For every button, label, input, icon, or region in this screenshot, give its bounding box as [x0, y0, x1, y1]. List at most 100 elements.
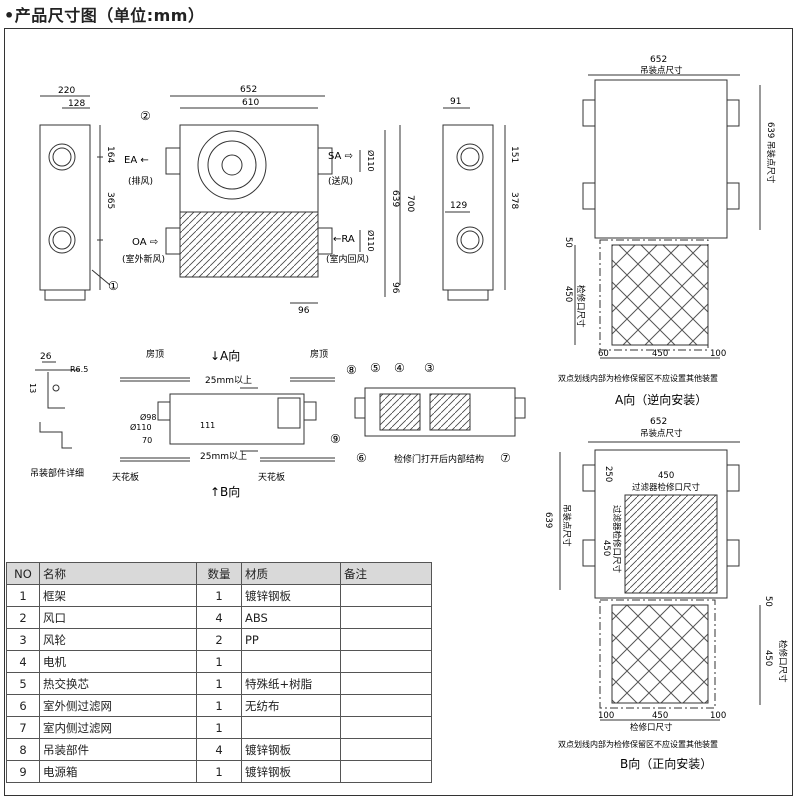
cell-qty: 1 — [196, 584, 242, 607]
view-b-hang-label: 吊装点尺寸 — [640, 428, 683, 439]
cell-no: 9 — [6, 760, 40, 783]
sa-label: SA ⇨ — [328, 151, 353, 162]
direction-b: ↑B向 — [210, 484, 240, 499]
hanger-detail — [35, 361, 80, 449]
view-a-dim-450b: 450 — [652, 349, 668, 359]
side-dim-70: 70 — [142, 436, 152, 445]
internal-caption: 检修门打开后内部结构 — [394, 453, 484, 465]
callout-5: ⑤ — [370, 361, 381, 375]
cell-material: 镀锌钢板 — [241, 738, 341, 761]
cell-remark — [340, 760, 432, 783]
cell-qty: 1 — [196, 650, 242, 673]
oa-label: OA ⇨ — [132, 237, 158, 248]
view-a-dim-50: 50 — [563, 237, 573, 248]
dia-110-bottom: Ø110 — [366, 230, 376, 252]
right-side-view — [442, 107, 506, 301]
cell-no: 5 — [6, 672, 40, 695]
view-b-dim-639: 639 — [543, 512, 553, 528]
cell-qty: 1 — [196, 672, 242, 695]
cell-no: 1 — [6, 584, 40, 607]
view-a-dim-60: 60 — [598, 349, 609, 359]
header-no: NO — [6, 562, 40, 585]
header-material: 材质 — [241, 562, 341, 585]
cell-remark — [340, 716, 432, 739]
left-duct-bottom — [48, 226, 76, 254]
view-b-caption: B向（正向安装） — [620, 756, 712, 771]
dim-91: 91 — [450, 97, 461, 107]
page-title: •产品尺寸图（单位:mm） — [4, 6, 205, 25]
direction-a: ↓A向 — [210, 348, 240, 363]
drawing-frame — [4, 28, 793, 796]
power-box — [277, 397, 301, 429]
dia-110-top: Ø110 — [366, 150, 376, 172]
cell-material — [241, 716, 341, 739]
cell-no: 6 — [6, 694, 40, 717]
cell-name: 室外侧过滤网 — [39, 694, 197, 717]
left-body — [39, 124, 91, 291]
callout-3: ③ — [424, 361, 435, 375]
internal-core — [379, 393, 421, 431]
dim-639-front: 639 — [390, 190, 400, 207]
header-remark: 备注 — [340, 562, 432, 585]
cell-no: 2 — [6, 606, 40, 629]
oa-sub: (室外新风) — [122, 253, 165, 265]
ceiling-left: 天花板 — [112, 471, 139, 483]
cell-qty: 1 — [196, 760, 242, 783]
dim-220: 220 — [58, 86, 75, 96]
cell-qty: 4 — [196, 606, 242, 629]
callout-2: ② — [140, 109, 151, 123]
ea-label: EA ← — [124, 155, 149, 166]
sa-sub: (送风) — [328, 175, 353, 187]
view-b-inspect-r: 检修口尺寸 — [777, 640, 788, 683]
view-a-dim-450: 450 — [563, 286, 573, 302]
callout-8: ⑧ — [346, 363, 357, 377]
cell-material: 镀锌钢板 — [241, 760, 341, 783]
dim-96-side: 96 — [390, 282, 400, 294]
view-b-filter-label: 过滤器检修口尺寸 — [632, 482, 701, 493]
view-a-body — [594, 79, 728, 239]
cell-material: ABS — [241, 606, 341, 629]
cell-no: 3 — [6, 628, 40, 651]
cell-name: 框架 — [39, 584, 197, 607]
dim-128: 128 — [68, 99, 85, 109]
left-side-view — [39, 95, 111, 301]
gap-bottom: 25mm以上 — [200, 451, 247, 462]
cell-material: 特殊纸+树脂 — [241, 672, 341, 695]
cell-qty: 1 — [196, 694, 242, 717]
oa-port — [165, 227, 181, 255]
view-a-dim-100: 100 — [710, 349, 726, 359]
dim-378: 378 — [509, 192, 519, 209]
view-b-dim-652: 652 — [650, 417, 667, 427]
dim-r65: R6.5 — [70, 365, 88, 374]
view-a-caption: A向（逆向安装） — [615, 392, 707, 407]
dim-164: 164 — [105, 146, 115, 163]
view-a-note: 双点划线内部为检修保留区不应设置其他装置 — [558, 373, 718, 383]
right-duct-bottom — [456, 226, 484, 254]
view-a-dim-652: 652 — [650, 55, 667, 65]
roof-left: 房顶 — [146, 348, 164, 360]
view-a-service-zone — [611, 244, 709, 346]
dim-652-front: 652 — [240, 85, 257, 95]
ra-port — [317, 227, 333, 255]
cell-name: 风轮 — [39, 628, 197, 651]
view-b-dim-450: 450 — [658, 471, 674, 481]
ea-sub: (排风) — [128, 175, 153, 187]
cell-remark — [340, 650, 432, 673]
dim-96-bottom: 96 — [298, 306, 310, 316]
cell-remark — [340, 672, 432, 695]
view-b-dim-100a: 100 — [598, 711, 614, 721]
cell-name: 风口 — [39, 606, 197, 629]
dim-13: 13 — [28, 383, 37, 393]
view-a-dim-639: 639 吊装点尺寸 — [765, 122, 776, 184]
ra-label: ←RA — [333, 234, 355, 245]
cell-remark — [340, 628, 432, 651]
view-a-inspect-v: 检修口尺寸 — [575, 285, 586, 328]
side-dia-110: Ø110 — [130, 422, 152, 432]
view-b-dim-450b: 450 — [652, 711, 668, 721]
